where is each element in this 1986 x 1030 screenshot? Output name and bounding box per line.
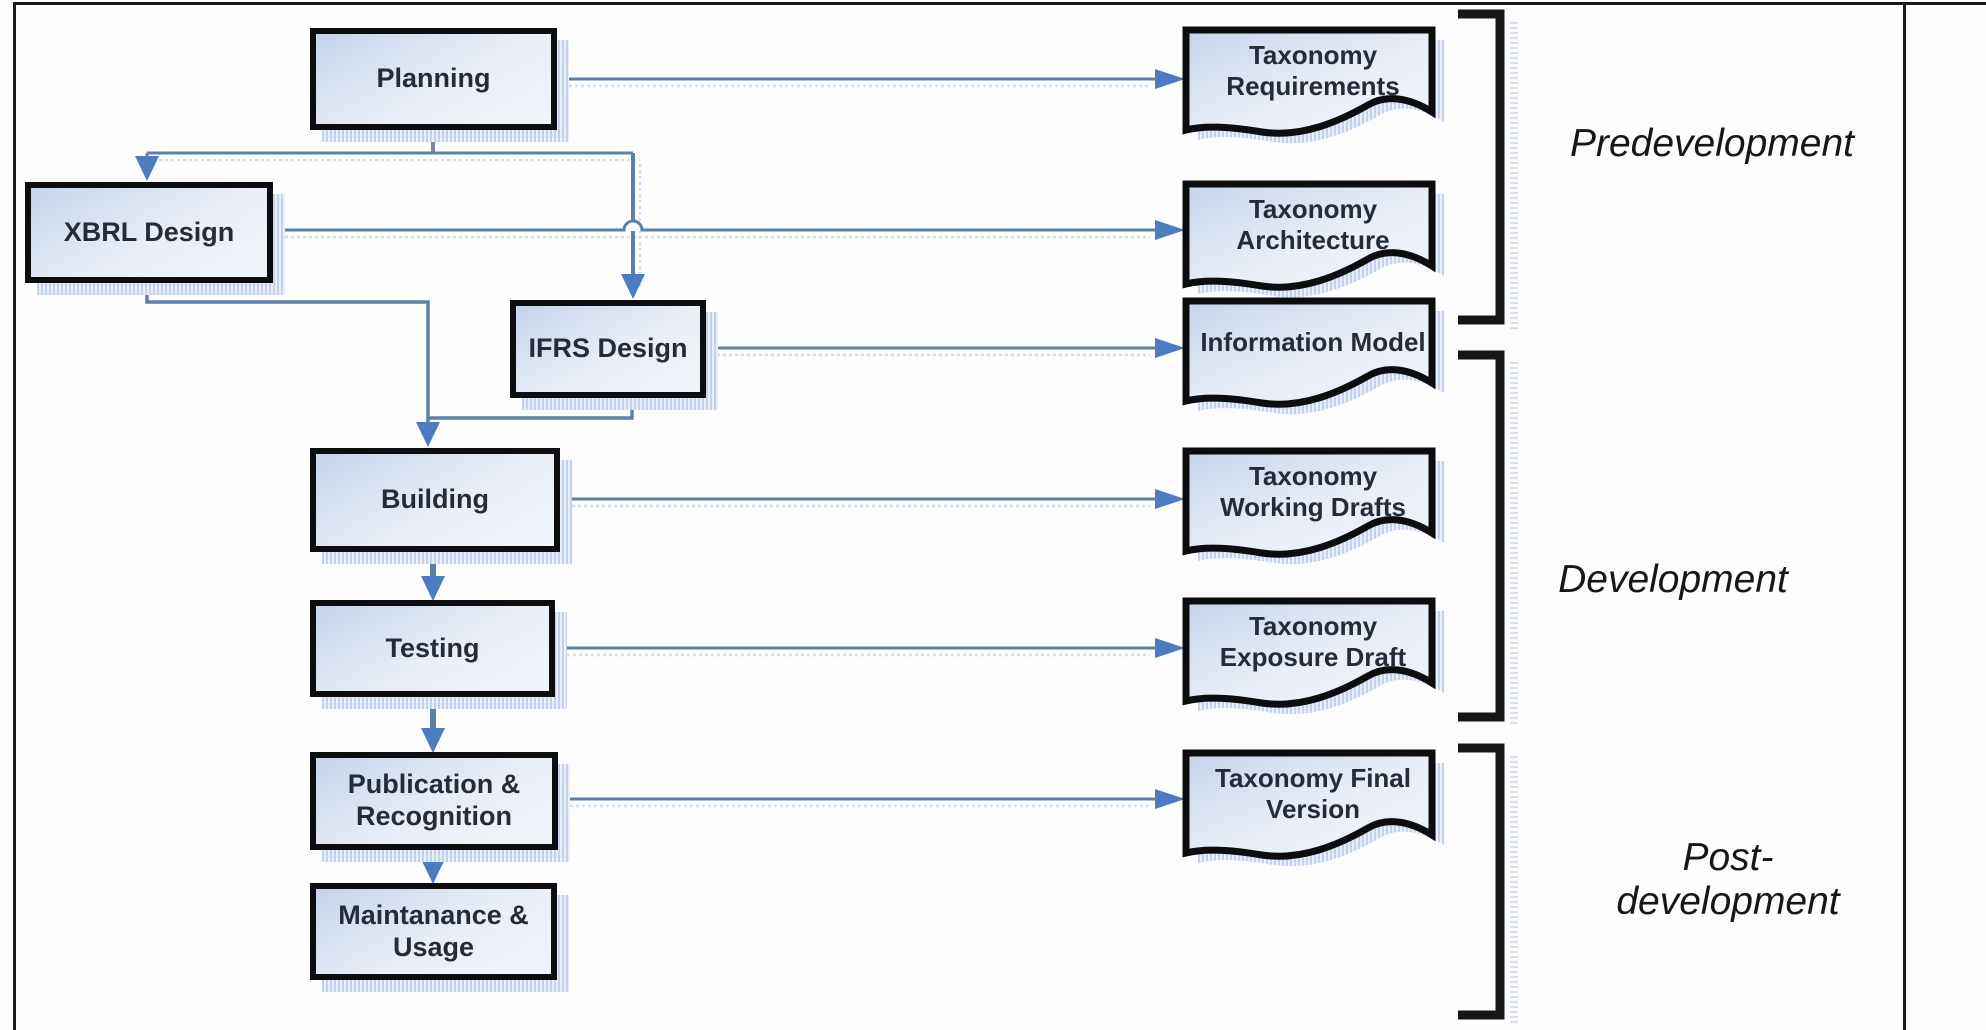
frame-top-border bbox=[13, 2, 1986, 5]
phase-label-post-development: Post- development bbox=[1548, 836, 1908, 923]
process-label: XBRL Design bbox=[63, 216, 235, 247]
document-label: Taxonomy Final Version bbox=[1215, 763, 1411, 824]
process-label: Publication & Recognition bbox=[347, 769, 521, 831]
process-label: Testing bbox=[385, 632, 480, 663]
process-label: Maintanance & Usage bbox=[338, 899, 529, 962]
document-shape bbox=[1182, 180, 1444, 298]
phase-text: Predevelopment bbox=[1569, 122, 1854, 165]
document-shape bbox=[1182, 447, 1444, 565]
document-label: Taxonomy Exposure Draft bbox=[1219, 611, 1407, 672]
process-box-xbrl-design: XBRL Design bbox=[25, 182, 273, 283]
document-taxonomy-requirements: Taxonomy Requirements bbox=[1182, 26, 1444, 148]
process-box-building: Building bbox=[310, 448, 560, 552]
document-outline bbox=[1182, 597, 1436, 708]
phase-text: Development bbox=[1558, 558, 1788, 601]
document-outline bbox=[1182, 447, 1436, 558]
process-box-planning: Planning bbox=[310, 28, 557, 130]
document-label: Information Model bbox=[1200, 326, 1426, 357]
phase-label-development: Development bbox=[1493, 558, 1853, 602]
document-label: Taxonomy Requirements bbox=[1226, 40, 1400, 101]
process-box-publication-recognition: Publication & Recognition bbox=[310, 752, 558, 850]
document-taxonomy-exposure-draft: Taxonomy Exposure Draft bbox=[1182, 597, 1444, 719]
phase-label-predevelopment: Predevelopment bbox=[1532, 122, 1892, 166]
process-label: Building bbox=[381, 484, 489, 515]
document-taxonomy-working-drafts: Taxonomy Working Drafts bbox=[1182, 447, 1444, 569]
document-taxonomy-architecture: Taxonomy Architecture bbox=[1182, 180, 1444, 302]
document-taxonomy-final-version: Taxonomy Final Version bbox=[1182, 749, 1444, 871]
document-label: Taxonomy Architecture bbox=[1236, 194, 1390, 255]
process-box-testing: Testing bbox=[310, 600, 555, 697]
document-outline bbox=[1182, 180, 1436, 291]
document-shape bbox=[1182, 597, 1444, 715]
document-outline bbox=[1182, 26, 1436, 137]
process-label: Planning bbox=[376, 63, 491, 94]
process-label: IFRS Design bbox=[528, 333, 688, 364]
document-shape bbox=[1182, 297, 1444, 415]
document-shape bbox=[1182, 26, 1444, 144]
document-outline bbox=[1182, 749, 1436, 860]
document-information-model: Information Model bbox=[1182, 297, 1444, 419]
document-label: Taxonomy Working Drafts bbox=[1220, 461, 1406, 522]
document-shape bbox=[1182, 749, 1444, 867]
phase-text: Post- development bbox=[1616, 836, 1840, 923]
document-outline bbox=[1182, 297, 1436, 408]
diagram-frame bbox=[13, 2, 1906, 1030]
process-box-maintanance-usage: Maintanance & Usage bbox=[310, 883, 557, 980]
process-box-ifrs-design: IFRS Design bbox=[510, 300, 706, 398]
